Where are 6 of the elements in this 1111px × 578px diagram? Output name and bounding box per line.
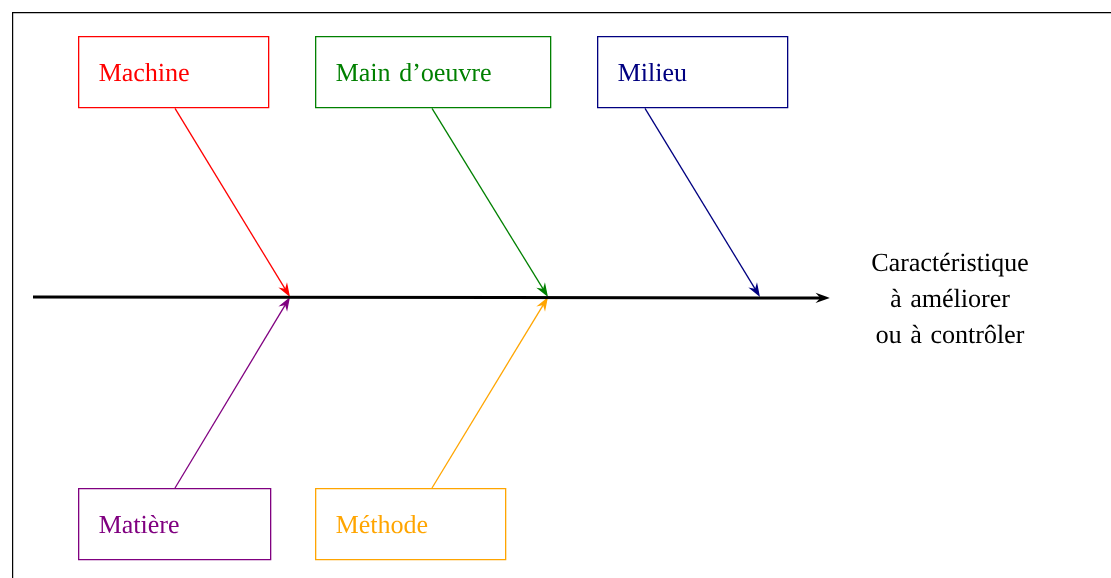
effect-label: Caractéristique à améliorer ou à contrôler — [872, 252, 1028, 344]
cause-box: Méthode — [315, 488, 507, 561]
cause-box: Matière — [78, 488, 272, 561]
cause-box: Main d’oeuvre — [315, 36, 552, 109]
cause-box: Milieu — [597, 36, 789, 109]
cause-box: Machine — [78, 36, 270, 109]
